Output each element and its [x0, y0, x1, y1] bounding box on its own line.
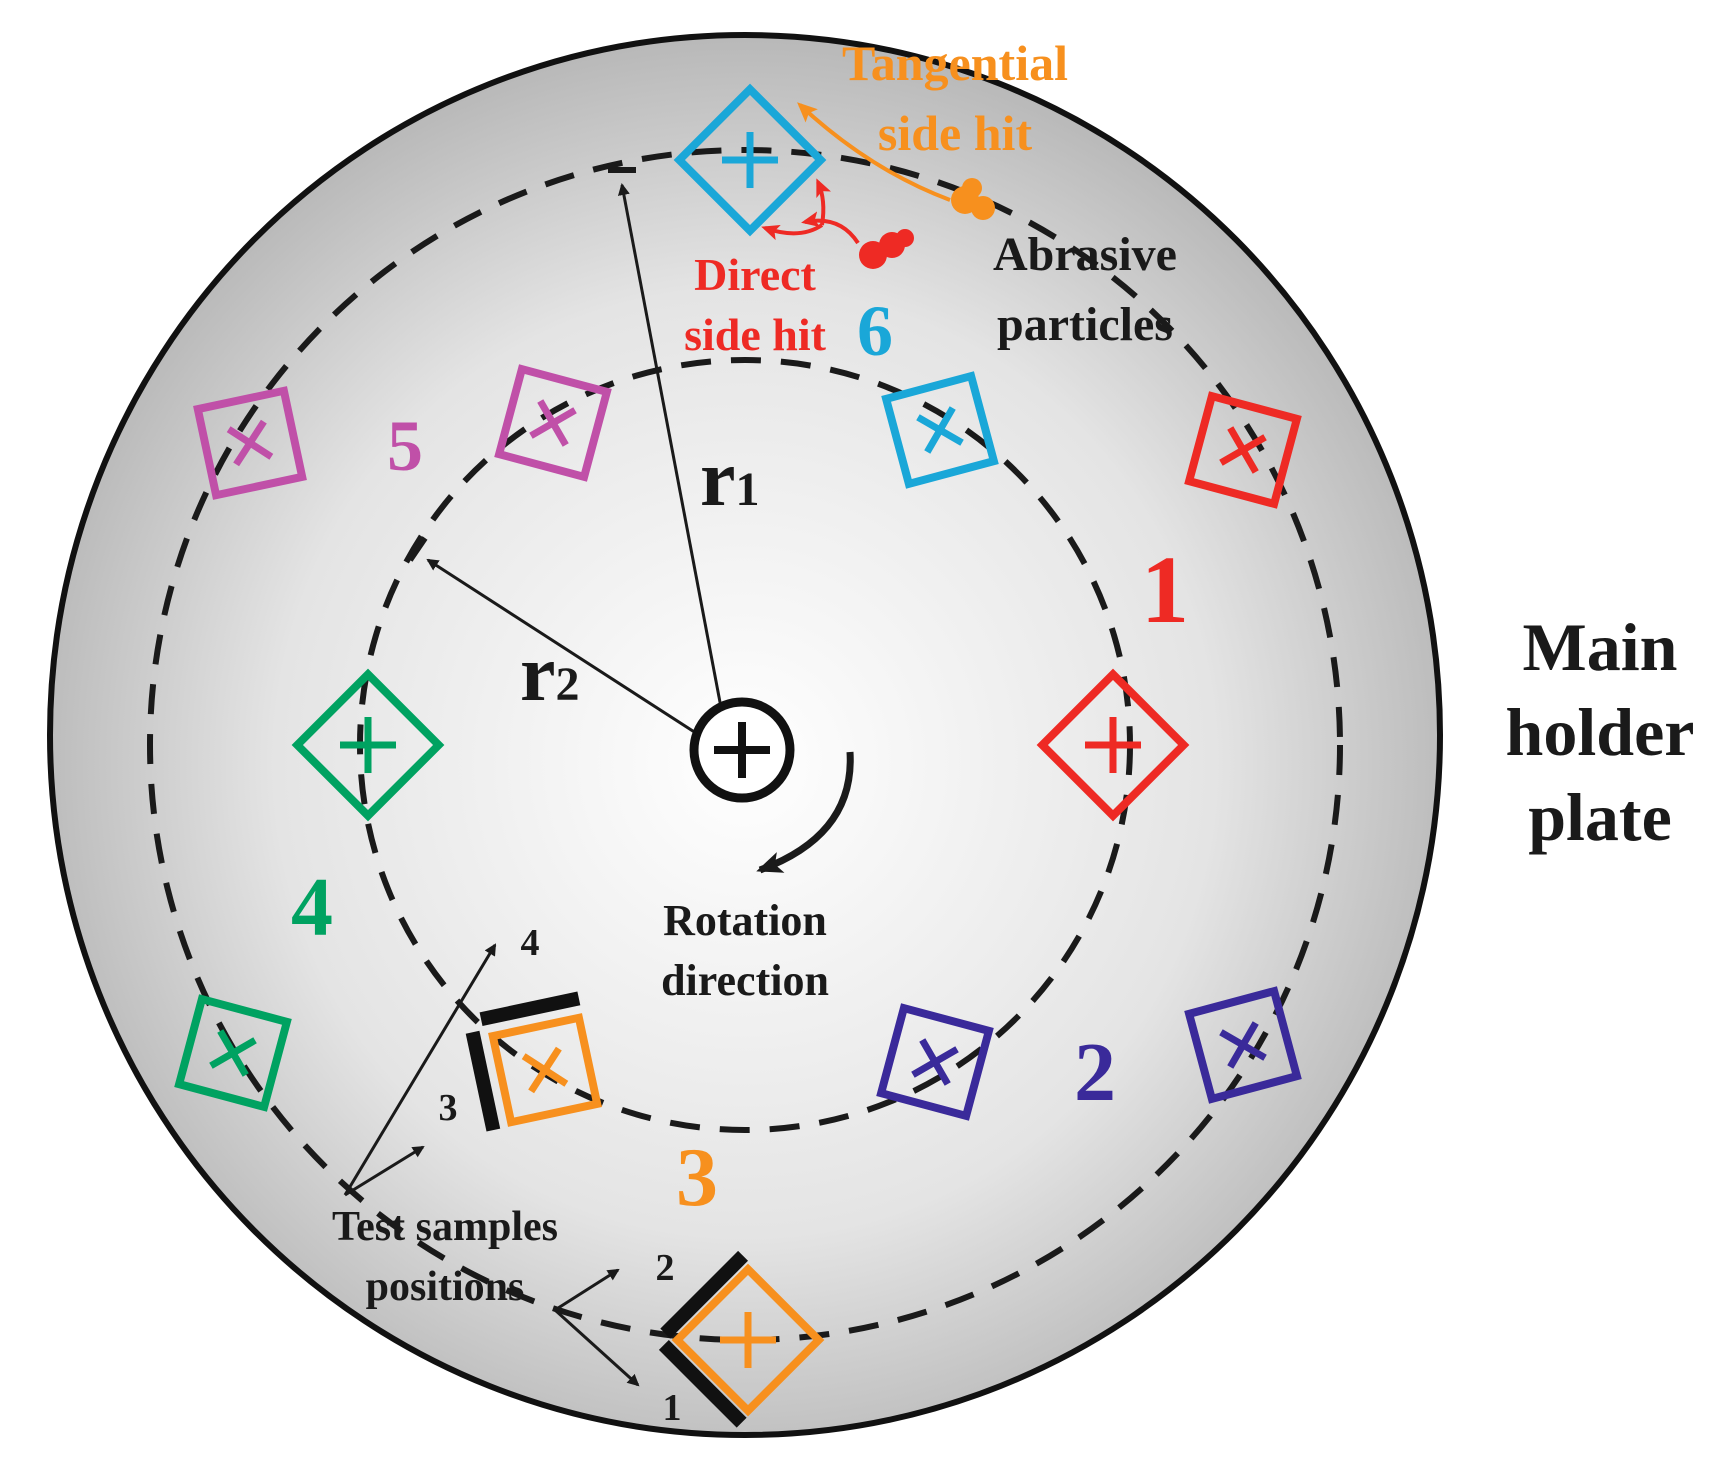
- test-position-4-bar: [479, 991, 581, 1027]
- test-position-4-number: 4: [521, 922, 540, 964]
- direct-hit-arrow-up: [816, 178, 831, 226]
- abrasive-label-line2: particles: [997, 298, 1173, 351]
- rotation-arrow: [756, 751, 854, 874]
- sample-group2-inner: [876, 1003, 994, 1121]
- test-position-arrow-2: [554, 1268, 620, 1312]
- r2-arrow: [426, 558, 731, 757]
- test-position-3-bar: [465, 1030, 501, 1132]
- tangential-hit-arrow: [797, 102, 951, 202]
- test-position-arrow-1: [553, 1308, 640, 1387]
- test-position-1-number: 1: [663, 1387, 682, 1429]
- direct-label-line1: Direct: [694, 249, 816, 300]
- r1-label: r1: [700, 435, 760, 523]
- direct-label-line2: side hit: [684, 309, 827, 360]
- rotation-label-line2: direction: [661, 956, 829, 1005]
- group-1-label: 1: [1141, 536, 1189, 643]
- sample-group4-outer: [174, 994, 292, 1112]
- sample-group6-top-cross: [722, 132, 778, 188]
- sample-group2-outer: [1184, 986, 1302, 1104]
- main-holder-label-line1: Main: [1523, 609, 1678, 685]
- tangential-label-line2: side hit: [878, 105, 1033, 161]
- center-axis-icon: [689, 697, 795, 803]
- direct-hit-arrow: [801, 211, 860, 245]
- abrasive-label-line1: Abrasive: [993, 228, 1177, 281]
- test-position-3-number: 3: [439, 1087, 458, 1129]
- sample-group4-inner-cross: [340, 717, 396, 773]
- r2-label: r2: [520, 630, 580, 718]
- group-6-label: 6: [857, 291, 893, 371]
- sample-group6-top: [673, 83, 827, 237]
- group-3-label: 3: [676, 1131, 718, 1224]
- main-holder-label-line3: plate: [1528, 779, 1672, 855]
- sample-group1-outer: [1184, 391, 1302, 509]
- abrasive-particle-red: [859, 229, 914, 269]
- main-holder-label-line2: holder: [1506, 694, 1695, 770]
- test-position-arrow-4: [343, 943, 497, 1196]
- r1-arrow: [617, 183, 732, 756]
- group-5-label: 5: [387, 406, 423, 486]
- sample-group3-outer-cross: [720, 1312, 776, 1368]
- outer-dashed-circle: [147, 147, 1343, 1343]
- test-samples-label-line1: Test samples: [332, 1204, 558, 1250]
- rotation-label-line1: Rotation: [663, 896, 827, 945]
- tangential-label-line1: Tangential: [842, 35, 1068, 91]
- sample-group5-outer: [193, 386, 307, 500]
- test-position-2-number: 2: [656, 1247, 675, 1289]
- test-samples-label-line2: positions: [366, 1264, 525, 1310]
- r2-tick: [407, 536, 428, 562]
- abrasive-particle-orange: [951, 178, 995, 220]
- sample-group1-inner-cross: [1085, 717, 1141, 773]
- test-position-arrow-3: [344, 1145, 425, 1197]
- sample-group6-inner: [881, 371, 999, 489]
- direct-hit-arrow-back: [761, 223, 824, 241]
- sample-group4-inner: [291, 668, 445, 822]
- group-2-label: 2: [1074, 1026, 1116, 1119]
- sample-group3-outer: [658, 1250, 825, 1428]
- sample-group5-inner: [494, 364, 612, 482]
- test-position-1-bar: [658, 1340, 747, 1428]
- sample-group1-inner: [1036, 668, 1190, 822]
- group-4-label: 4: [291, 861, 333, 954]
- sample-group3-inner: [465, 991, 602, 1132]
- test-position-2-bar: [660, 1250, 748, 1339]
